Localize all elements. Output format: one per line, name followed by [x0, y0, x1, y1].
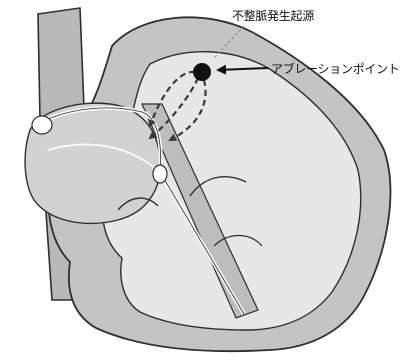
- sinus-node: [32, 116, 52, 134]
- av-node: [153, 165, 167, 183]
- ablation-spot: [193, 63, 211, 81]
- arrhythmia-origin-label: 不整脈発生起源: [232, 7, 314, 24]
- ablation-point-label: アブレーションポイント: [271, 60, 399, 77]
